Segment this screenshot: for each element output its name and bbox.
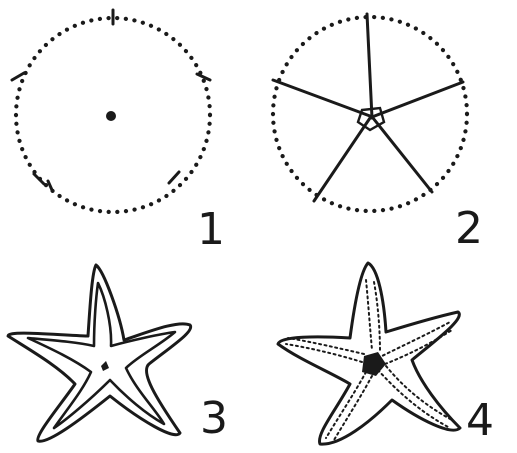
panel-number-4: 4 <box>466 395 494 446</box>
panel-number-1: 1 <box>197 204 225 255</box>
starfish-outline-outer <box>8 265 191 441</box>
tick-mark-lower-left <box>34 174 44 184</box>
panel-number-3: 3 <box>200 393 228 444</box>
panel-4: 4 <box>278 263 494 446</box>
arm-line-lower-right <box>373 118 432 192</box>
panel-1: 1 <box>12 10 225 255</box>
arm-midline-center <box>101 361 109 371</box>
panel-2: 2 <box>273 14 483 254</box>
arm-line-top <box>367 14 372 118</box>
arm-line-lower-left <box>314 118 370 201</box>
starfish-outline-inner <box>28 283 175 428</box>
tick-mark-upper-right <box>197 74 210 80</box>
tick-mark-lower-right <box>169 172 179 183</box>
arm-guide-lines <box>273 14 463 201</box>
panel-number-2: 2 <box>455 203 483 254</box>
center-point <box>106 111 116 121</box>
arm-line-right <box>372 82 463 117</box>
panel-3: 3 <box>8 265 228 444</box>
tick-marks <box>12 10 210 190</box>
arm-line-left <box>273 80 370 116</box>
tick-mark-lower-left-2 <box>48 181 52 190</box>
